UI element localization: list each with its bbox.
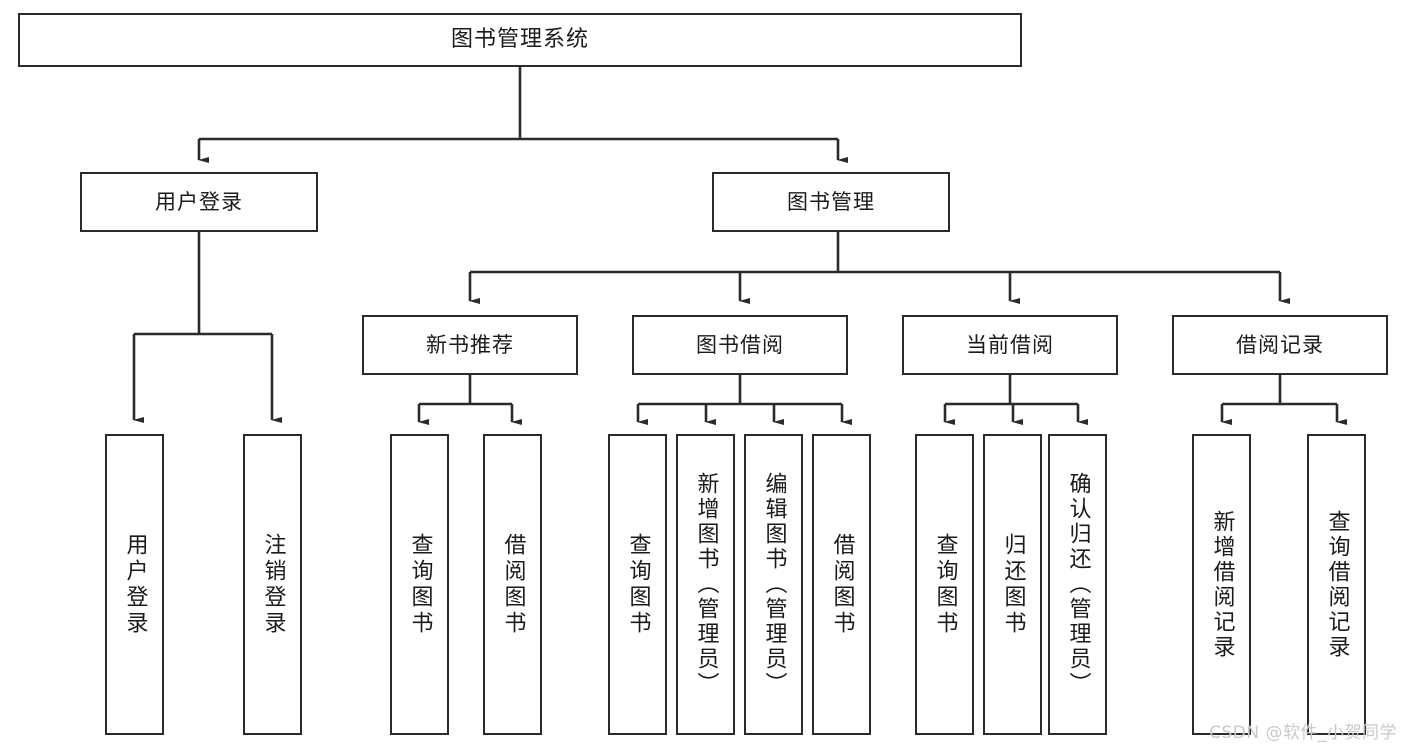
leaf-user-login-logout[interactable]: 注销登录: [243, 434, 302, 735]
node-current-borrow[interactable]: 当前借阅: [902, 315, 1118, 375]
node-root-book-management-system[interactable]: 图书管理系统: [18, 13, 1022, 67]
node-label: 查询借阅记录: [1324, 509, 1350, 660]
node-borrow-record[interactable]: 借阅记录: [1172, 315, 1388, 375]
leaf-current-borrow-query[interactable]: 查询图书: [915, 434, 974, 735]
node-label: 归还图书: [1000, 532, 1026, 637]
node-label: 查询图书: [625, 532, 651, 637]
node-label: 查询图书: [932, 532, 958, 637]
node-label: 当前借阅: [966, 332, 1054, 357]
leaf-new-book-borrow[interactable]: 借阅图书: [483, 434, 542, 735]
node-label: 用户登录: [122, 532, 148, 637]
node-label: 图书管理系统: [450, 27, 589, 53]
node-label: 确认归还（管理员）: [1065, 472, 1091, 697]
leaf-current-borrow-confirm-return-admin[interactable]: 确认归还（管理员）: [1048, 434, 1107, 735]
node-label: 借阅图书: [500, 532, 526, 637]
leaf-borrow-record-query[interactable]: 查询借阅记录: [1307, 434, 1366, 735]
leaf-user-login-login[interactable]: 用户登录: [105, 434, 164, 735]
leaf-book-borrow-query[interactable]: 查询图书: [608, 434, 667, 735]
node-label: 查询图书: [407, 532, 433, 637]
leaf-book-borrow-edit-admin[interactable]: 编辑图书（管理员）: [744, 434, 803, 735]
leaf-book-borrow-borrow[interactable]: 借阅图书: [812, 434, 871, 735]
node-label: 借阅图书: [829, 532, 855, 637]
node-new-book-recommendation[interactable]: 新书推荐: [362, 315, 578, 375]
node-label: 编辑图书（管理员）: [761, 472, 787, 697]
node-label: 图书借阅: [696, 332, 784, 357]
node-label: 借阅记录: [1236, 332, 1324, 357]
node-user-login[interactable]: 用户登录: [80, 172, 318, 232]
node-label: 用户登录: [155, 189, 243, 214]
node-book-borrow[interactable]: 图书借阅: [632, 315, 848, 375]
node-label: 新书推荐: [426, 332, 514, 357]
leaf-current-borrow-return[interactable]: 归还图书: [983, 434, 1042, 735]
node-label: 图书管理: [787, 189, 875, 214]
node-label: 新增借阅记录: [1209, 509, 1235, 660]
node-book-management[interactable]: 图书管理: [712, 172, 950, 232]
leaf-borrow-record-add[interactable]: 新增借阅记录: [1192, 434, 1251, 735]
leaf-new-book-query[interactable]: 查询图书: [390, 434, 449, 735]
node-label: 新增图书（管理员）: [693, 472, 719, 697]
leaf-book-borrow-add-admin[interactable]: 新增图书（管理员）: [676, 434, 735, 735]
node-label: 注销登录: [260, 532, 286, 637]
